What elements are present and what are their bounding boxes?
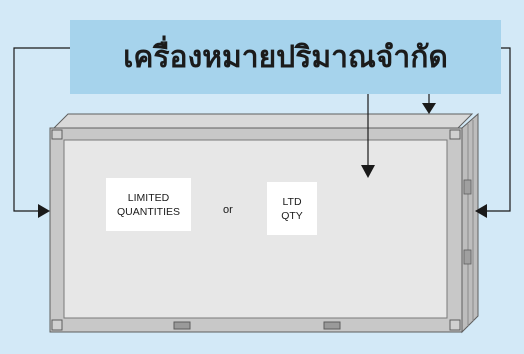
corner-casting-bottom-right (449, 319, 461, 331)
corner-casting-top-right (449, 129, 461, 140)
or-text: or (223, 204, 233, 216)
limited-quantity-title: เครื่องหมายปริมาณจำกัด (70, 20, 501, 94)
top-right-arrow-head (422, 103, 436, 114)
fork-pocket-left (173, 321, 191, 330)
pointer-arrows (13, 47, 511, 212)
corner-casting-bottom-left (51, 319, 63, 331)
container-front-panel (63, 139, 448, 319)
left-arrow-head (38, 204, 50, 218)
fork-pocket-right (323, 321, 341, 330)
limited-quantities-label: LIMITED QUANTITIES (106, 178, 191, 231)
left-connector-line (13, 47, 70, 212)
right-connector-line (487, 47, 511, 212)
ltd-qty-label: LTD QTY (267, 182, 317, 235)
right-arrow-head (475, 204, 487, 218)
container-right-end (461, 112, 479, 334)
corner-casting-top-left (51, 129, 63, 140)
center-arrow-head (361, 165, 375, 178)
arrowheads (38, 103, 487, 218)
